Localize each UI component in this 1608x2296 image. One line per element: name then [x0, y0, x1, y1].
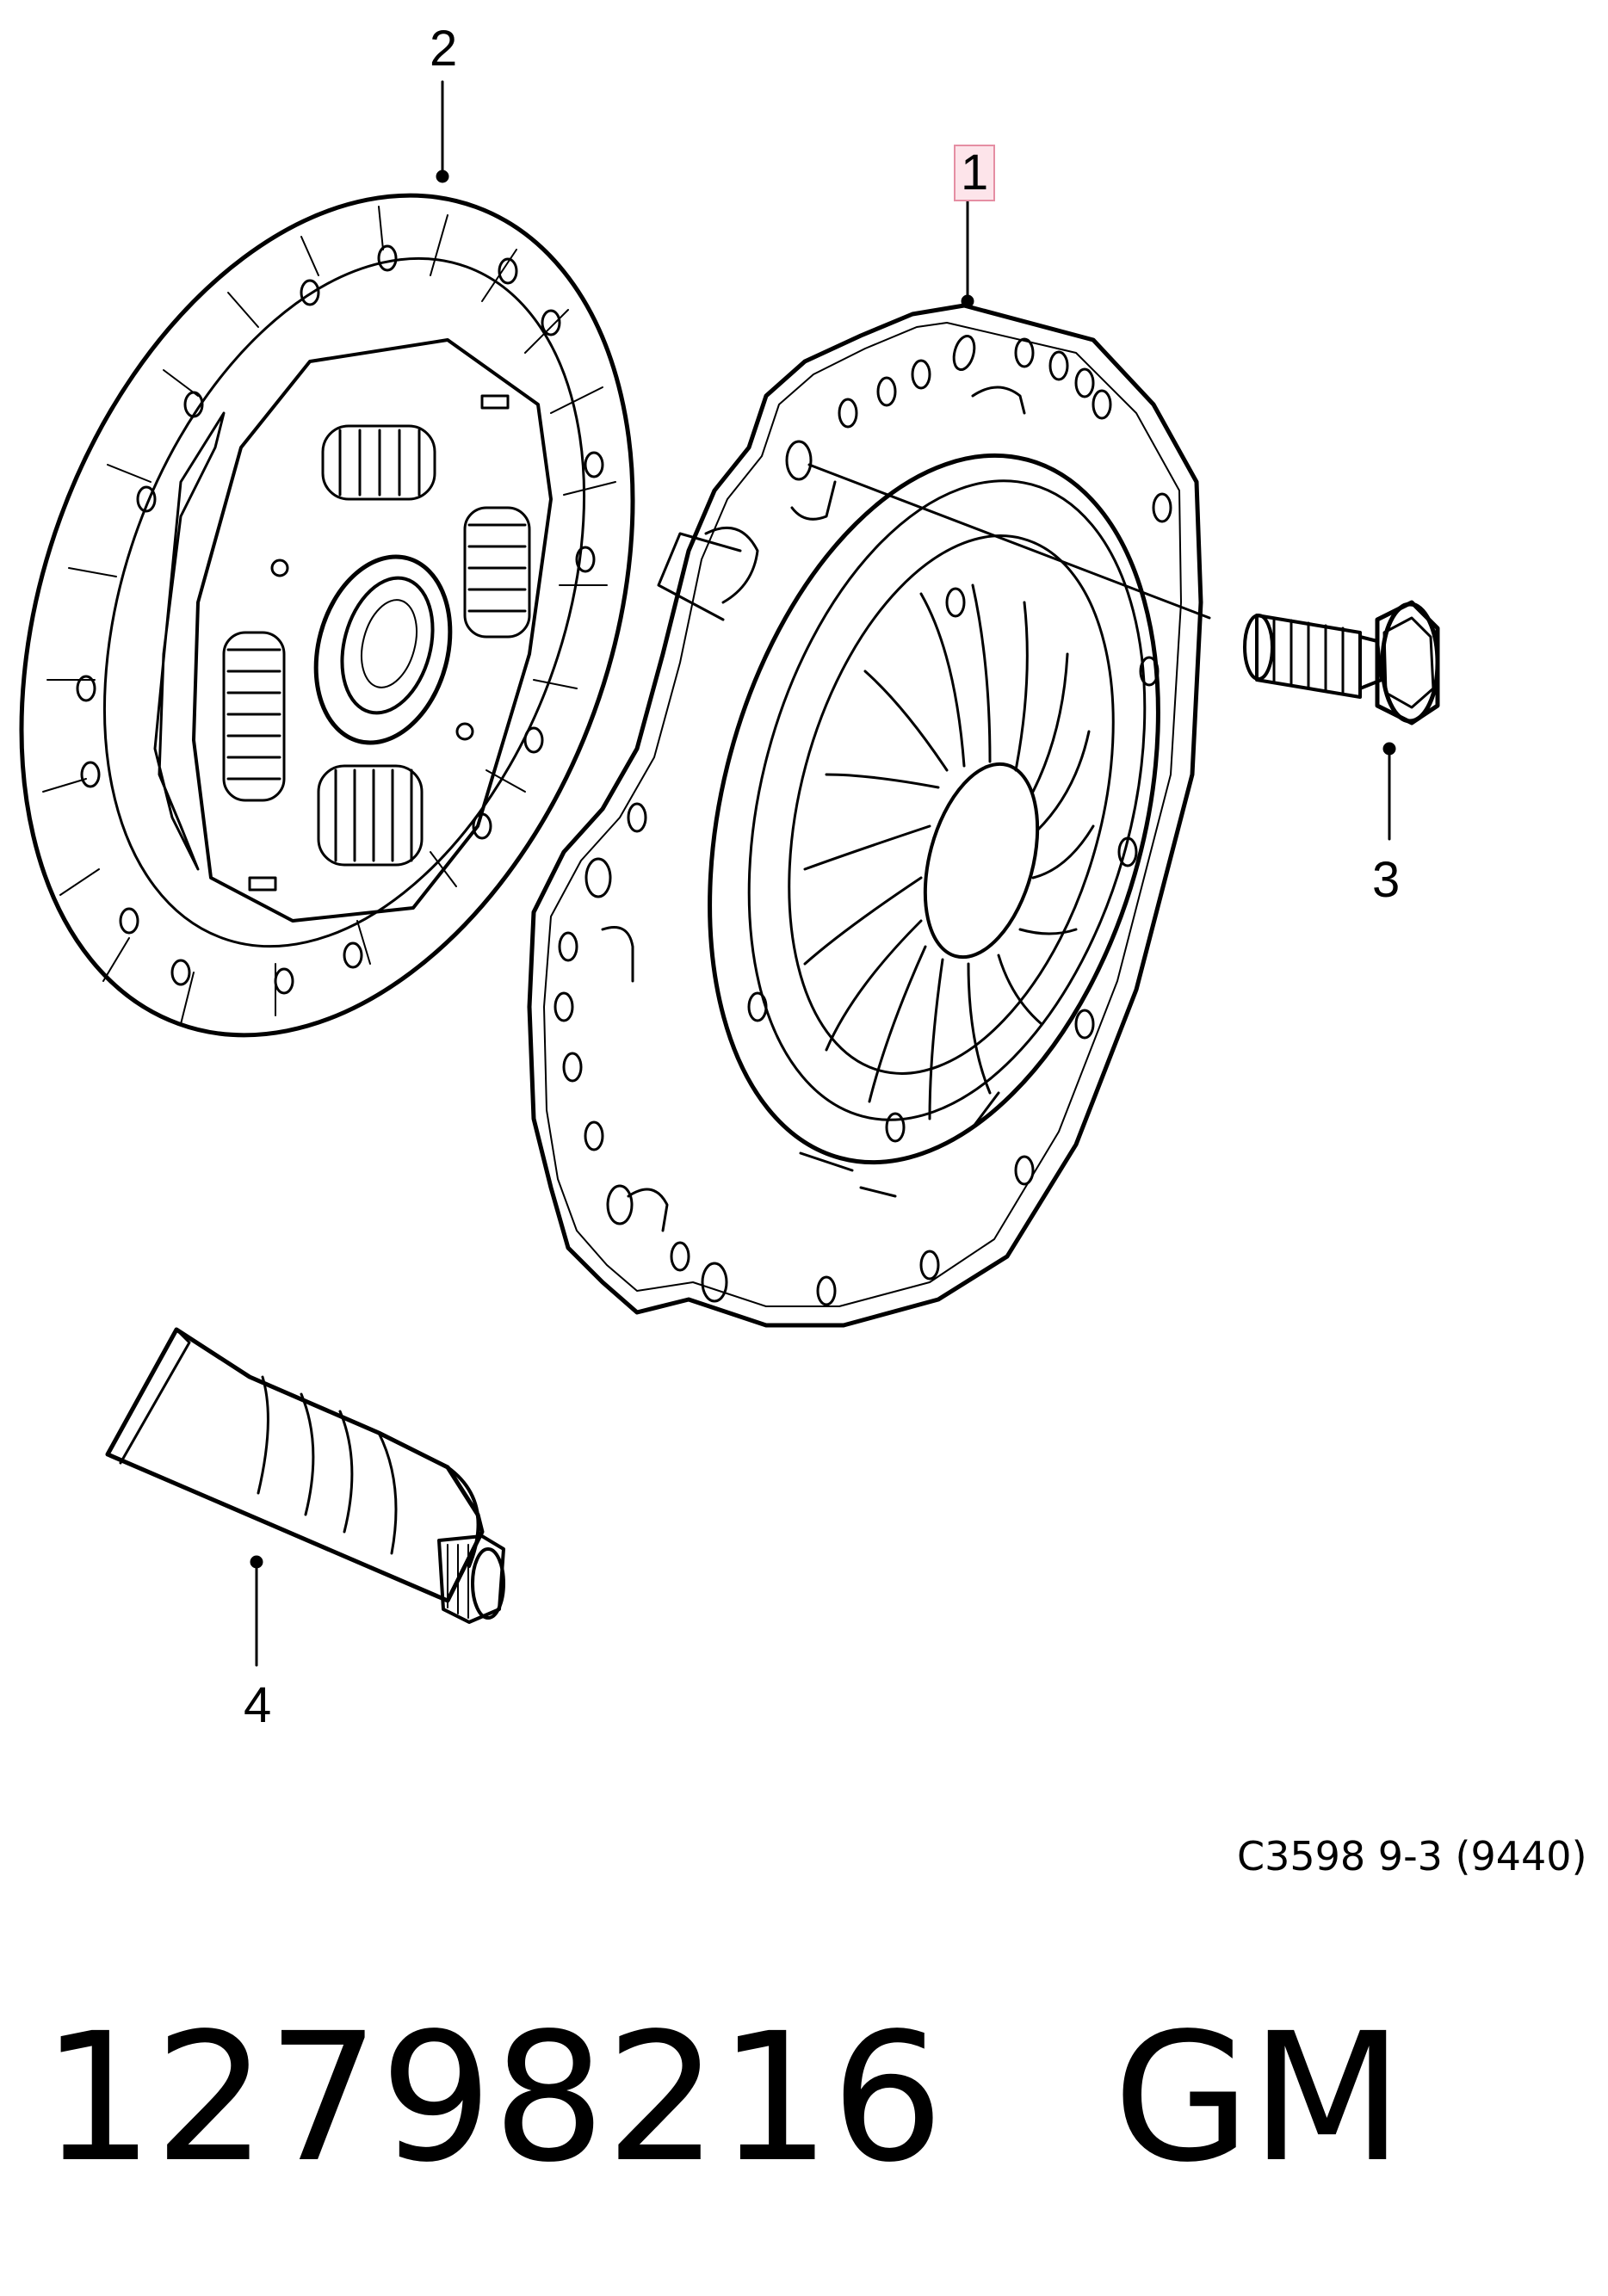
bolt: [1243, 600, 1440, 725]
pressure-plate: [527, 303, 1203, 1328]
diagram-caption: C3598 9-3 (9440): [1237, 1833, 1587, 1879]
callout-1[interactable]: 1: [954, 145, 996, 201]
leader-line-3: [1382, 742, 1396, 841]
leader-line-4: [250, 1555, 263, 1667]
leader-line-2: [436, 80, 449, 183]
part-number: 12798216: [41, 1995, 944, 2201]
callout-2[interactable]: 2: [430, 21, 458, 77]
leader-line-1: [961, 198, 974, 308]
callout-4[interactable]: 4: [244, 1677, 272, 1733]
grease-tube: [105, 1327, 505, 1624]
clutch-disc: [19, 193, 635, 1038]
callout-3[interactable]: 3: [1372, 852, 1401, 908]
assembly-line-3: [807, 463, 1211, 620]
part-number-line: 12798216 GM: [41, 2009, 1403, 2187]
brand-label: GM: [1112, 1995, 1404, 2201]
